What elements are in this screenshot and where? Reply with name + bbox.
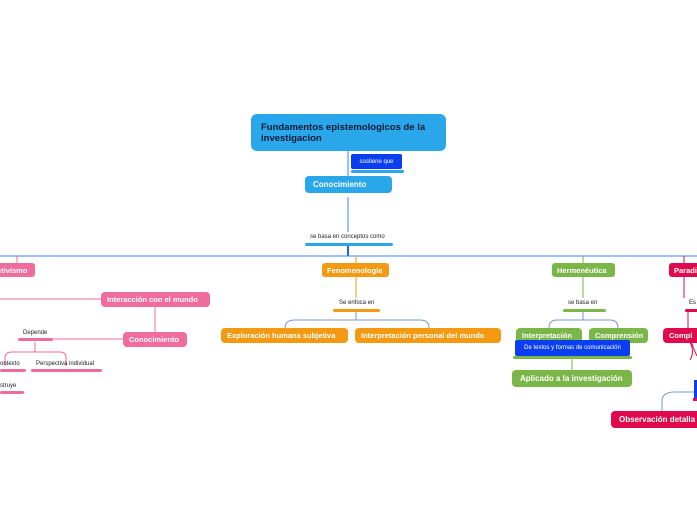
line-hermeneutics-children <box>548 312 619 329</box>
item-individual-perspective-underline <box>31 369 102 372</box>
node-interpretation-label: Interpretación <box>522 331 573 340</box>
item-context[interactable]: ontexto <box>0 361 20 367</box>
node-phenomenology[interactable]: Fenomenología <box>322 263 389 277</box>
node-paradigm-right[interactable]: Paradi <box>669 263 697 277</box>
line-complexity-wave <box>689 340 697 361</box>
node-detailed-observation[interactable]: Observación detalla <box>611 411 697 428</box>
link-label-depends-underline <box>18 338 53 341</box>
link-label-based-on: se basa en <box>568 300 598 306</box>
offscreen-blue-node-edge <box>694 380 697 398</box>
node-interaction-world-label: Interacción con el mundo <box>107 295 198 304</box>
node-texts-communication-underline <box>513 356 632 359</box>
node-interpretation[interactable]: Interpretación <box>516 328 582 343</box>
node-knowledge-constructivism-label: Conocimiento <box>129 335 179 344</box>
link-label-paradigm: Es <box>689 300 697 306</box>
link-label-focus-underline <box>333 309 380 312</box>
node-comprehension-label: Comprensión <box>595 331 644 340</box>
link-label-based-on-underline <box>563 309 606 312</box>
node-constructivism[interactable]: ctivismo <box>0 263 35 277</box>
item-individual-perspective[interactable]: Perspectiva individual <box>36 361 95 367</box>
node-constructivism-label: ctivismo <box>0 265 28 275</box>
item-context-underline <box>0 369 26 372</box>
link-label-paradigm-underline <box>685 309 697 312</box>
node-knowledge[interactable]: Conocimiento <box>305 176 392 193</box>
node-hermeneutics-label: Hermenéutica <box>557 265 607 275</box>
link-label-focus: Se enfoca en <box>339 300 375 306</box>
offscreen-crimson-underline <box>693 398 697 401</box>
link-label-sustains-underline <box>351 170 404 173</box>
line-depends-children <box>4 342 67 366</box>
link-label-concepts: se basa en conceptos como <box>310 234 385 240</box>
node-applied-research-label: Aplicado a la investigación <box>520 374 623 383</box>
node-detailed-observation-label: Observación detalla <box>619 415 696 424</box>
line-phenomenology-children <box>284 312 430 329</box>
link-label-concepts-underline <box>305 243 393 246</box>
node-complexity[interactable]: Compl <box>663 328 697 343</box>
node-personal-interpretation-label: Interpretación personal del mundo <box>361 331 485 340</box>
node-paradigm-right-label: Paradi <box>674 265 697 275</box>
line-observation <box>661 391 697 411</box>
node-knowledge-label: Conocimiento <box>313 180 367 189</box>
node-applied-research[interactable]: Aplicado a la investigación <box>512 370 632 387</box>
link-label-sustains-text: sostiene que <box>359 158 394 165</box>
link-label-sustains[interactable]: sostiene que <box>351 154 402 169</box>
node-interaction-world[interactable]: Interacción con el mundo <box>101 292 210 307</box>
node-subjective-exploration-label: Exploración humana subjetiva <box>227 331 336 340</box>
node-texts-communication-label: De textos y formas de comunicación <box>524 345 621 351</box>
node-phenomenology-label: Fenomenología <box>327 265 383 275</box>
node-personal-interpretation[interactable]: Interpretación personal del mundo <box>355 328 501 343</box>
root-topic[interactable]: Fundamentos epistemologicos de la invest… <box>251 114 446 151</box>
root-topic-label: Fundamentos epistemologicos de la invest… <box>261 121 426 144</box>
node-hermeneutics[interactable]: Hermenéutica <box>552 263 615 277</box>
item-constructs-underline <box>0 391 24 394</box>
node-knowledge-constructivism[interactable]: Conocimiento <box>123 332 187 347</box>
node-subjective-exploration[interactable]: Exploración humana subjetiva <box>221 328 348 343</box>
node-texts-communication[interactable]: De textos y formas de comunicación <box>515 340 630 356</box>
item-constructs[interactable]: struye <box>0 383 17 389</box>
link-label-depends: Depende <box>23 330 48 336</box>
node-comprehension[interactable]: Comprensión <box>589 328 648 343</box>
node-complexity-label: Compl <box>669 331 693 340</box>
